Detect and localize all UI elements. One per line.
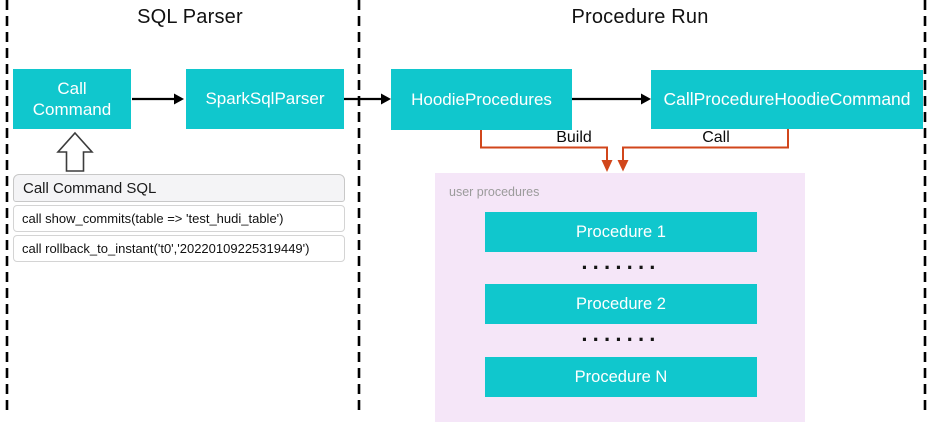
sql-example-row: call show_commits(table => 'test_hudi_ta…	[13, 205, 345, 232]
node-call-procedure-hoodie-command: CallProcedureHoodieCommand	[651, 70, 923, 129]
node-call-command: Call Command	[13, 69, 131, 129]
ellipsis-dots: ·······	[581, 255, 661, 280]
up-arrow-icon	[56, 131, 94, 172]
section-title-sql-parser: SQL Parser	[137, 6, 243, 28]
sql-example-row: call rollback_to_instant('t0','202201092…	[13, 235, 345, 262]
build-arrowhead-icon	[601, 160, 613, 172]
edge-label-build: Build	[556, 129, 592, 146]
section-title-procedure-run: Procedure Run	[571, 6, 709, 28]
call-arrowhead-icon	[617, 160, 629, 172]
procedure-n-box: Procedure N	[485, 357, 757, 397]
arrowhead-icon	[381, 93, 391, 105]
procedure-1-box: Procedure 1	[485, 212, 757, 252]
edge-label-call: Call	[702, 129, 730, 146]
node-call-command-label: Call Command	[32, 78, 112, 119]
user-procedures-container: user procedures Procedure 1 ······· Proc…	[435, 173, 805, 422]
procedure-2-box: Procedure 2	[485, 284, 757, 324]
user-procedures-label: user procedures	[449, 185, 540, 199]
call-command-sql-panel: Call Command SQL call show_commits(table…	[13, 174, 345, 265]
ellipsis-dots: ·······	[581, 327, 661, 352]
node-hoodie-procedures: HoodieProcedures	[391, 69, 572, 130]
arrowhead-icon	[641, 93, 651, 105]
arrowhead-icon	[174, 93, 184, 105]
sql-panel-title: Call Command SQL	[13, 174, 345, 202]
node-spark-sql-parser: SparkSqlParser	[186, 69, 344, 129]
